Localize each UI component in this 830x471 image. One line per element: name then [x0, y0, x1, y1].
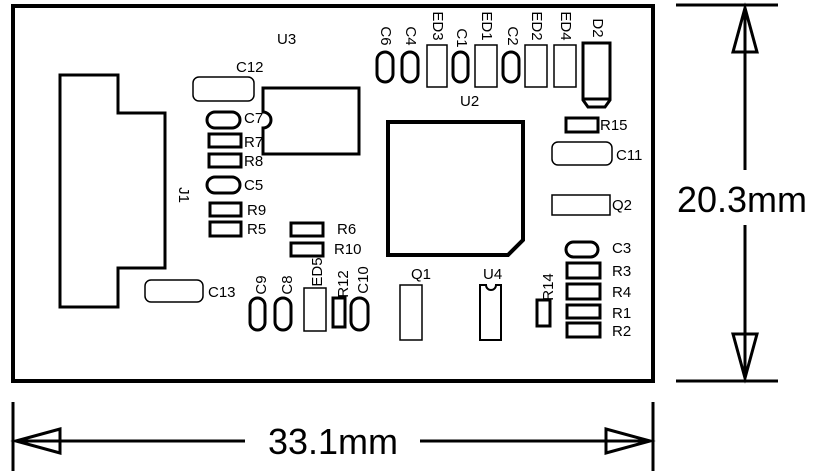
component-c11: [551, 141, 613, 166]
component-c10: [349, 296, 370, 332]
component-r6: [289, 221, 325, 238]
component-c3: [564, 240, 600, 259]
label-c1: C1: [453, 28, 470, 47]
component-r7: [207, 132, 243, 149]
label-ed5: ED5: [309, 257, 326, 286]
label-c4: C4: [402, 26, 419, 45]
label-c12: C12: [236, 59, 264, 76]
label-j1: J1: [175, 187, 192, 203]
label-c5: C5: [244, 177, 263, 194]
component-r1: [565, 303, 602, 320]
component-q1: [399, 284, 423, 341]
component-r12: [331, 296, 347, 329]
component-r5: [208, 220, 243, 238]
component-c12: [192, 76, 255, 102]
label-ed2: ED2: [528, 11, 545, 40]
component-r8: [207, 152, 243, 169]
j1-connector-outline: [58, 73, 167, 309]
label-c9: C9: [253, 275, 270, 294]
label-r7: R7: [244, 134, 263, 151]
component-c13: [144, 279, 204, 303]
component-r4: [565, 282, 602, 301]
label-q1: Q1: [411, 266, 431, 283]
label-r15: R15: [600, 117, 628, 134]
component-c1: [451, 50, 470, 84]
component-c5: [205, 175, 242, 195]
label-r8: R8: [244, 153, 263, 170]
label-r9: R9: [247, 202, 266, 219]
label-c6: C6: [377, 26, 394, 45]
component-ed5: [303, 287, 327, 332]
d2-diode-outline: [581, 41, 612, 109]
label-r14: R14: [540, 273, 557, 301]
component-ed1: [474, 44, 498, 88]
label-c11: C11: [616, 147, 642, 164]
label-d2: D2: [589, 18, 606, 37]
height-dimension: 20.3mm: [676, 2, 807, 384]
u3-chip-outline: [261, 86, 361, 156]
label-ed3: ED3: [429, 11, 446, 40]
component-c7: [205, 110, 242, 130]
board-outline: [11, 4, 655, 383]
label-c13: C13: [208, 284, 236, 301]
height-label: 20.3mm: [677, 179, 807, 220]
label-r5: R5: [247, 221, 266, 238]
label-c8: C8: [279, 275, 296, 294]
label-c3: C3: [612, 240, 631, 257]
label-ed1: ED1: [478, 11, 495, 40]
component-ed3: [426, 44, 448, 88]
arrow-down-icon: [731, 332, 759, 384]
component-c9: [248, 296, 267, 332]
label-r12: R12: [335, 270, 352, 298]
component-c4: [400, 50, 420, 84]
component-ed4: [553, 44, 577, 88]
component-r14: [535, 298, 552, 328]
label-c2: C2: [504, 26, 521, 45]
arrow-up-icon: [731, 2, 759, 54]
label-c7: C7: [244, 110, 263, 127]
component-r9: [208, 201, 243, 218]
label-r4: R4: [612, 284, 631, 301]
component-r2: [565, 321, 602, 339]
component-r10: [289, 241, 325, 258]
label-q2: Q2: [612, 197, 632, 214]
width-dimension: 33.1mm: [10, 402, 656, 471]
label-ed4: ED4: [557, 11, 574, 40]
label-r10: R10: [334, 241, 362, 258]
u2-chip-outline: [386, 120, 525, 257]
label-c10: C10: [355, 266, 372, 294]
width-label: 33.1mm: [268, 421, 398, 462]
label-u3: U3: [277, 31, 296, 48]
component-ed2: [524, 44, 548, 88]
label-r2: R2: [612, 323, 631, 340]
u4-outline: [479, 284, 502, 341]
component-c6: [375, 50, 395, 84]
component-r3: [565, 261, 602, 280]
label-u2: U2: [460, 93, 479, 110]
component-c8: [273, 296, 293, 332]
arrow-right-icon: [604, 427, 656, 455]
label-u4: U4: [483, 266, 502, 283]
label-r3: R3: [612, 263, 631, 280]
arrow-left-icon: [10, 427, 62, 455]
label-r1: R1: [612, 305, 631, 322]
component-c2: [501, 50, 521, 84]
component-q2: [551, 194, 611, 216]
label-r6: R6: [337, 221, 356, 238]
component-r15: [564, 116, 600, 134]
